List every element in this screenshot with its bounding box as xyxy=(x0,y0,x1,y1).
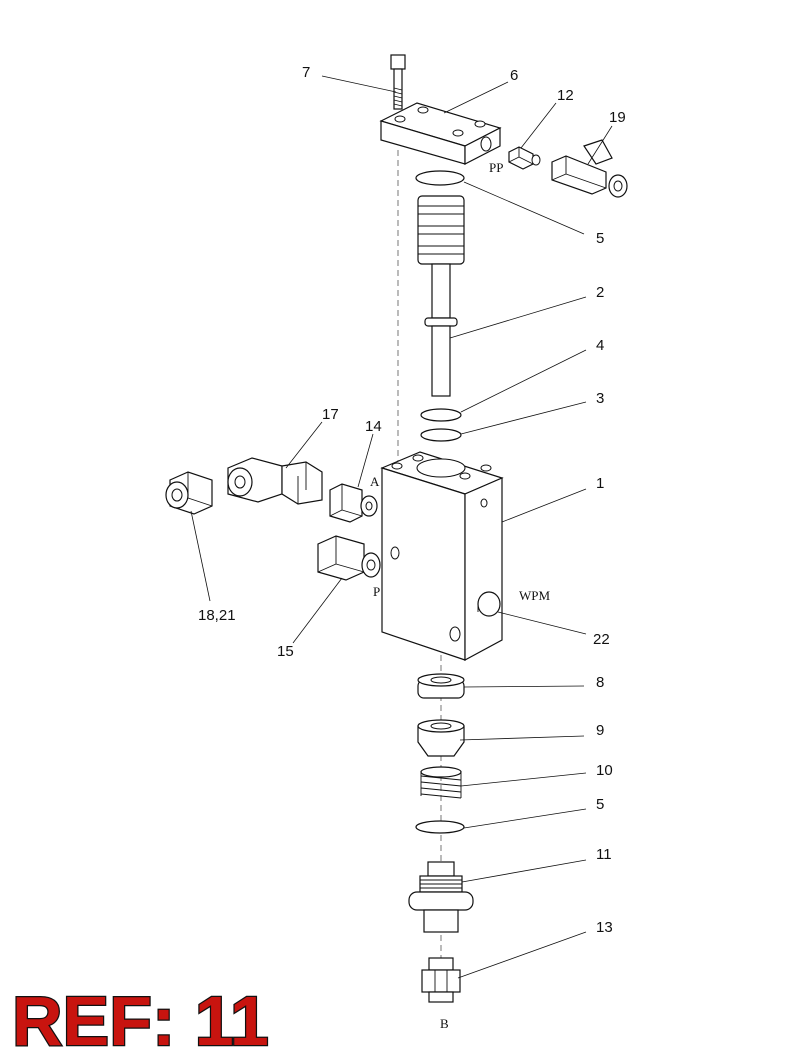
part-10-spring xyxy=(420,766,462,799)
port-label-a: A xyxy=(370,474,380,489)
part-11-threaded-body xyxy=(408,861,474,933)
callout-13: 13 xyxy=(596,919,613,936)
ref-label: REF: 11 xyxy=(12,982,269,1053)
callout-7: 7 xyxy=(302,64,310,81)
callout-17: 17 xyxy=(322,406,339,423)
port-label-b: B xyxy=(440,1016,449,1031)
part-14-fitting xyxy=(329,483,378,523)
part-15-fitting xyxy=(317,535,381,581)
part-5-oring-lower xyxy=(415,820,465,834)
callout-19: 19 xyxy=(609,109,626,126)
callout-2: 2 xyxy=(596,284,604,301)
part-19-elbow xyxy=(551,139,628,198)
callout-5-upper: 5 xyxy=(596,230,604,247)
callout-10: 10 xyxy=(596,762,613,779)
part-22-plug xyxy=(477,591,501,617)
part-13-fitting xyxy=(421,957,461,1003)
part-2-spool xyxy=(417,195,465,397)
part-18-21-fitting xyxy=(165,471,213,515)
part-6-cap-block xyxy=(379,102,502,165)
port-label-p: P xyxy=(373,584,380,599)
callout-18-21: 18,21 xyxy=(198,607,236,624)
callout-12: 12 xyxy=(557,87,574,104)
part-5-oring-upper xyxy=(415,170,465,186)
callout-3: 3 xyxy=(596,390,604,407)
callout-8: 8 xyxy=(596,674,604,691)
callout-6: 6 xyxy=(510,67,518,84)
callout-15: 15 xyxy=(277,643,294,660)
callout-5-lower: 5 xyxy=(596,796,604,813)
part-12-fitting xyxy=(508,146,541,170)
callout-14: 14 xyxy=(365,418,382,435)
part-9-seat xyxy=(417,719,465,757)
part-8-nut xyxy=(417,673,465,699)
callout-9: 9 xyxy=(596,722,604,739)
callout-11: 11 xyxy=(596,846,612,863)
port-label-wpm: WPM xyxy=(519,588,551,603)
part-4-washer xyxy=(420,408,462,422)
port-label-pp: PP xyxy=(489,160,503,175)
part-1-valve-body xyxy=(380,451,504,662)
callout-1: 1 xyxy=(596,475,604,492)
part-17-tee xyxy=(227,457,323,505)
part-7-bolt xyxy=(390,54,406,110)
leader-lines xyxy=(190,75,613,979)
callout-22: 22 xyxy=(593,631,610,648)
part-3-washer xyxy=(420,428,462,442)
callout-4: 4 xyxy=(596,337,604,354)
